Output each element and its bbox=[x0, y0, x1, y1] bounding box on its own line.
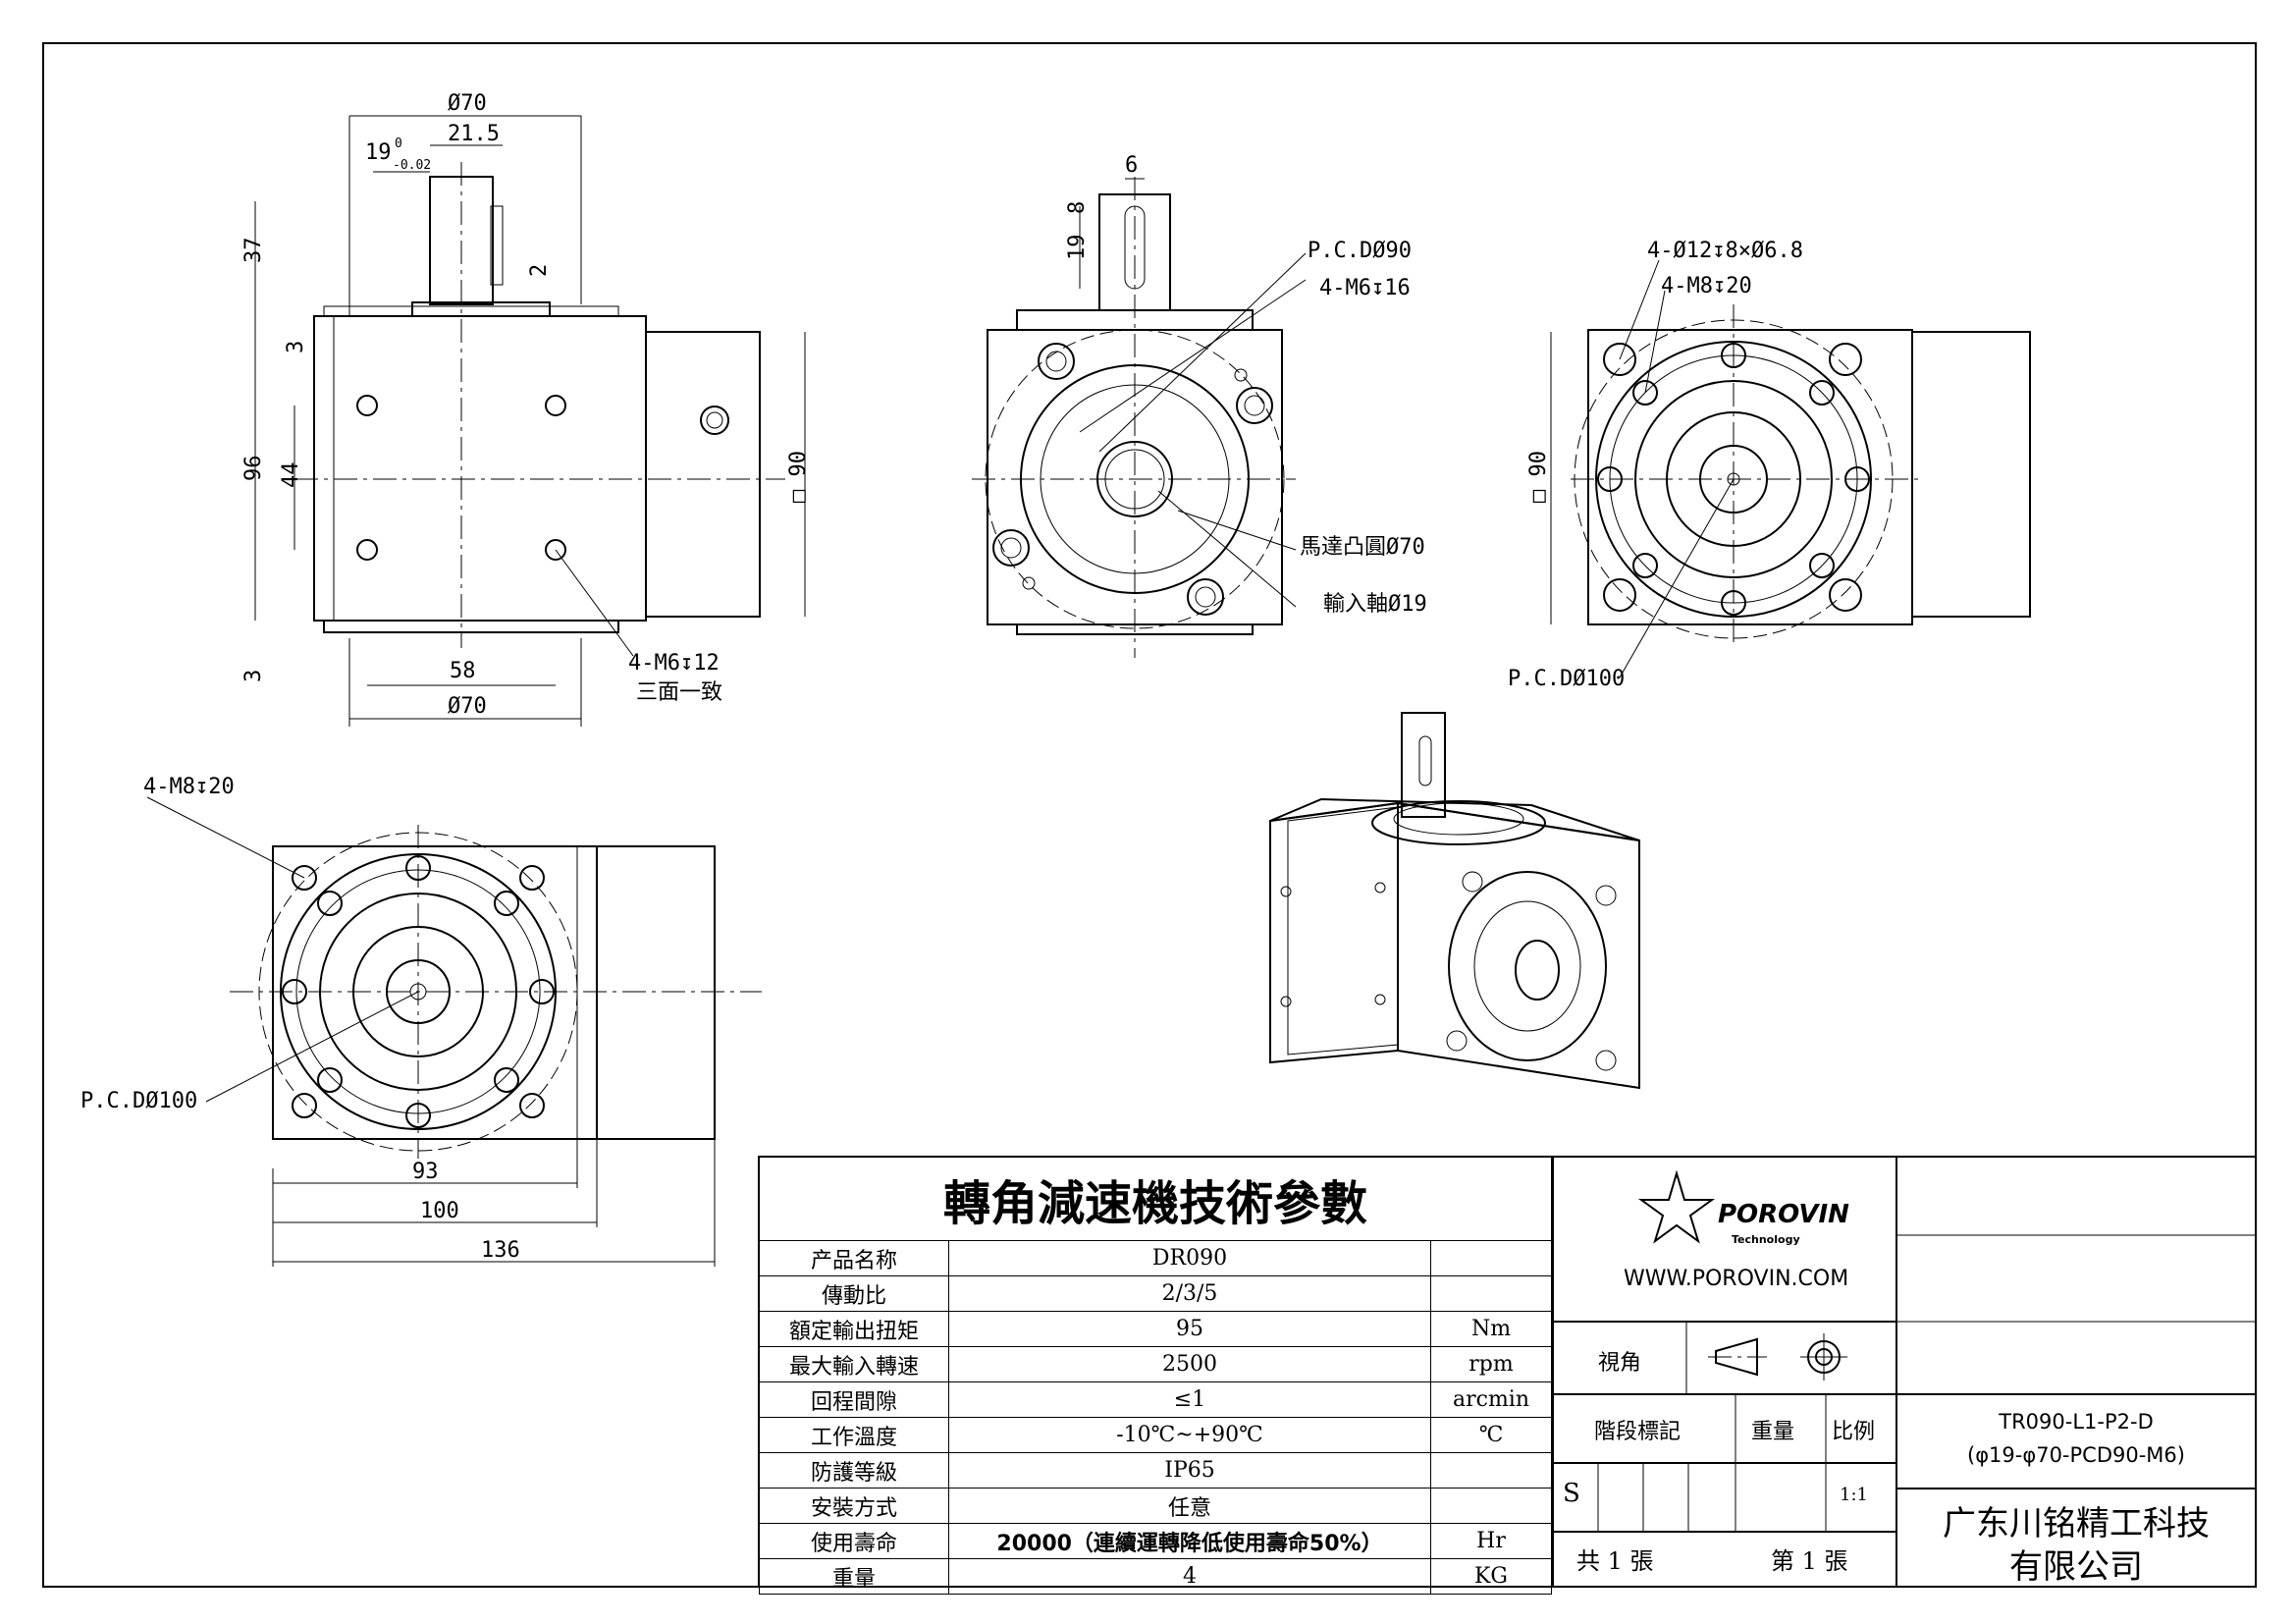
spec-unit: ℃ bbox=[1430, 1417, 1552, 1453]
dim-sq90-right: □ 90 bbox=[1526, 451, 1551, 503]
spec-unit bbox=[1430, 1240, 1552, 1276]
company-name-line1: 广东川铭精工科技 bbox=[1943, 1504, 2210, 1543]
view-label: 視角 bbox=[1598, 1351, 1642, 1376]
spec-value: 20000（連續運轉降低使用壽命50%） bbox=[948, 1523, 1431, 1559]
spec-name: 傳動比 bbox=[759, 1275, 949, 1312]
spec-value: ≤1 bbox=[948, 1381, 1431, 1418]
spec-value: 任意 bbox=[948, 1488, 1431, 1524]
note-three-sides: 三面一致 bbox=[636, 680, 722, 705]
part-spec: (φ19-φ70-PCD90-M6) bbox=[1967, 1443, 2185, 1467]
front-view: Ø70 21.5 19 0 -0.02 37 2 3 96 44 □ 90 3 … bbox=[241, 91, 811, 727]
dim-d70-bot: Ø70 bbox=[448, 694, 487, 719]
spec-value: 2/3/5 bbox=[948, 1275, 1431, 1312]
spec-title: 轉角減速機技術參數 bbox=[759, 1157, 1552, 1241]
dim-sq90: □ 90 bbox=[786, 451, 811, 503]
dim-21-5: 21.5 bbox=[448, 122, 500, 146]
stage-label: 階段標記 bbox=[1594, 1420, 1682, 1444]
dim-96: 96 bbox=[241, 456, 266, 482]
label-pcd100-bottom: P.C.DØ100 bbox=[80, 1089, 197, 1113]
weight-label: 重量 bbox=[1751, 1420, 1795, 1444]
spec-unit: Nm bbox=[1430, 1311, 1552, 1347]
dim-136: 136 bbox=[481, 1238, 520, 1263]
spec-name: 最大輸入轉速 bbox=[759, 1346, 949, 1382]
porovin-star-icon bbox=[1637, 1169, 1716, 1244]
spec-value: 95 bbox=[948, 1311, 1431, 1347]
right-view: 4-Ø12↧8×Ø6.8 4-M8↧20 □ 90 P.C.DØ100 bbox=[1508, 239, 2031, 691]
dim-3-top: 3 bbox=[284, 341, 308, 353]
label-m8-20-bottom: 4-M8↧20 bbox=[143, 775, 235, 799]
logo-subtitle: Technology bbox=[1732, 1233, 1800, 1246]
spec-name: 回程間隙 bbox=[759, 1381, 949, 1418]
label-m8-20: 4-M8↧20 bbox=[1661, 274, 1752, 298]
spec-name: 防護等級 bbox=[759, 1452, 949, 1489]
dim-19: 19 bbox=[365, 140, 392, 165]
spec-value: 2500 bbox=[948, 1346, 1431, 1382]
spec-unit bbox=[1430, 1275, 1552, 1312]
spec-value: 4 bbox=[948, 1558, 1431, 1595]
spec-unit: KG bbox=[1430, 1558, 1552, 1595]
stage-value: S bbox=[1563, 1479, 1580, 1508]
spec-unit: arcmin bbox=[1430, 1381, 1552, 1418]
part-number: TR090-L1-P2-D bbox=[1999, 1410, 2154, 1434]
isometric-view bbox=[1269, 712, 1640, 1090]
spec-row: 安裝方式任意 bbox=[759, 1488, 1552, 1524]
spec-name: 額定輸出扭矩 bbox=[759, 1311, 949, 1347]
side-view: 6 8 19 P.C.DØ90 4-M6↧16 馬達凸圓Ø70 輸入軸Ø19 bbox=[972, 153, 1427, 658]
sheet-number: 第 1 張 bbox=[1771, 1547, 1848, 1575]
dim-37: 37 bbox=[241, 238, 266, 264]
spec-value: DR090 bbox=[948, 1240, 1431, 1276]
label-input-shaft: 輸入軸Ø19 bbox=[1323, 592, 1427, 617]
spec-row: 工作溫度-10℃~+90℃℃ bbox=[759, 1417, 1552, 1453]
spec-name: 安裝方式 bbox=[759, 1488, 949, 1524]
dim-58: 58 bbox=[450, 659, 476, 683]
website-link[interactable]: WWW.POROVIN.COM bbox=[1624, 1267, 1849, 1291]
spec-unit bbox=[1430, 1452, 1552, 1489]
spec-unit: Hr bbox=[1430, 1523, 1552, 1559]
label-motor-boss: 馬達凸圓Ø70 bbox=[1300, 535, 1425, 560]
label-m6-16: 4-M6↧16 bbox=[1319, 276, 1411, 300]
dim-19-side: 19 bbox=[1065, 235, 1090, 261]
spec-name: 使用壽命 bbox=[759, 1523, 949, 1559]
company-logo: POROVIN bbox=[1718, 1200, 1849, 1229]
dim-d70-top: Ø70 bbox=[448, 91, 487, 116]
bottom-view: 4-M8↧20 P.C.DØ100 93 100 136 bbox=[80, 775, 762, 1267]
scale-value: 1:1 bbox=[1840, 1485, 1868, 1505]
spec-name: 产品名称 bbox=[759, 1240, 949, 1276]
label-pcd90: P.C.DØ90 bbox=[1308, 239, 1412, 263]
company-name-line2: 有限公司 bbox=[2009, 1547, 2143, 1587]
spec-name: 重量 bbox=[759, 1558, 949, 1595]
dim-8: 8 bbox=[1065, 201, 1090, 214]
dim-44: 44 bbox=[279, 462, 303, 489]
label-holes-12: 4-Ø12↧8×Ø6.8 bbox=[1647, 239, 1803, 263]
spec-value: -10℃~+90℃ bbox=[948, 1417, 1431, 1453]
spec-unit: rpm bbox=[1430, 1346, 1552, 1382]
spec-value: IP65 bbox=[948, 1452, 1431, 1489]
dim-100: 100 bbox=[420, 1199, 459, 1223]
dim-tol-upper: 0 bbox=[395, 136, 402, 151]
dim-tol-lower: -0.02 bbox=[393, 158, 431, 173]
label-pcd100-right: P.C.DØ100 bbox=[1508, 667, 1625, 691]
note-m6-12: 4-M6↧12 bbox=[628, 651, 720, 676]
spec-unit bbox=[1430, 1488, 1552, 1524]
dim-2: 2 bbox=[527, 264, 552, 277]
projection-cone-icon bbox=[1715, 1337, 1758, 1377]
dim-3-bot: 3 bbox=[241, 670, 266, 682]
spec-name: 工作溫度 bbox=[759, 1417, 949, 1453]
scale-label: 比例 bbox=[1832, 1420, 1876, 1444]
dim-93: 93 bbox=[412, 1160, 439, 1184]
dim-6: 6 bbox=[1125, 153, 1138, 178]
total-sheets: 共 1 張 bbox=[1576, 1547, 1654, 1575]
